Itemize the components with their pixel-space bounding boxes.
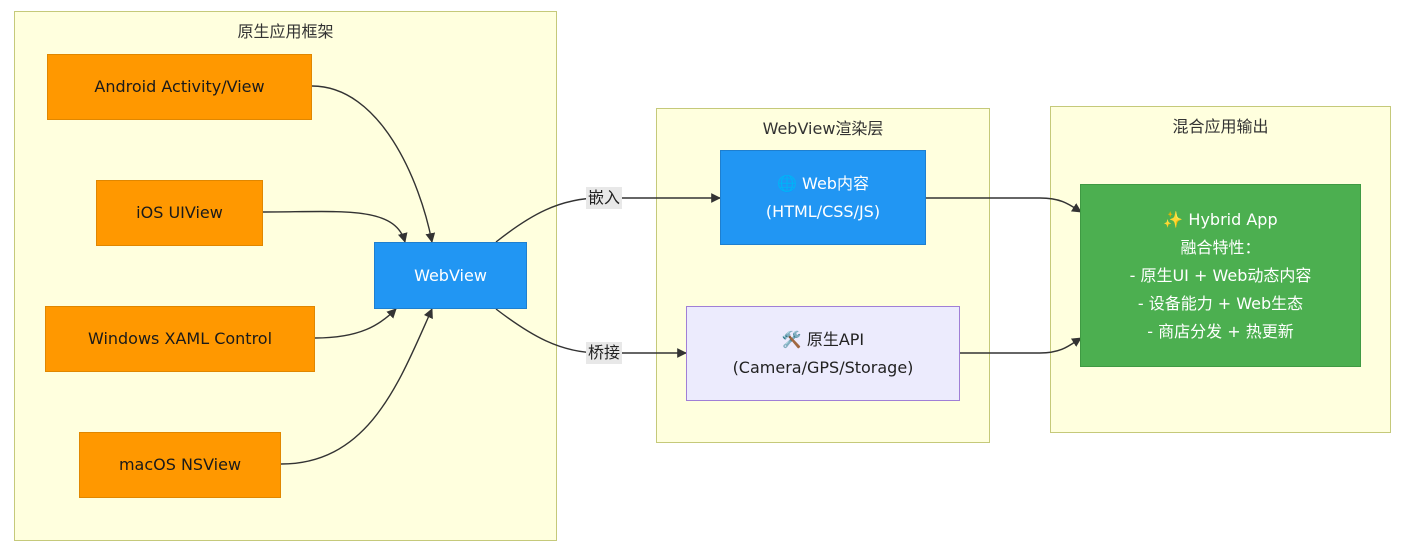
edge-windows-webview [314,308,397,339]
node-label: Windows XAML Control [87,329,273,348]
node-hybrid-app[interactable]: ✨ Hybrid App 融合特性： - 原生UI + Web动态内容 - 设备… [1080,184,1361,367]
node-label-line2: (Camera/GPS/Storage) [732,357,914,377]
edge-android-webview [311,85,436,243]
node-webview[interactable]: WebView [374,242,527,309]
node-native-api[interactable]: 🛠️ 原生API (Camera/GPS/Storage) [686,306,960,401]
node-label-line4: - 设备能力 + Web生态 [1137,293,1304,313]
node-label-line5: - 商店分发 + 热更新 [1147,321,1294,341]
edge-ios-webview [262,210,408,243]
edge-nativeapi-hybrid [959,337,1082,354]
edge-label-bridge: 桥接 [586,342,623,364]
edge-label-embed: 嵌入 [586,187,623,209]
node-label-line3: - 原生UI + Web动态内容 [1129,265,1312,285]
node-label-line1: 🛠️ 原生API [781,329,865,349]
node-label: WebView [414,265,487,285]
edge-macos-webview [280,308,433,465]
node-label-line1: 🌐 Web内容 [777,173,869,193]
node-web-content[interactable]: 🌐 Web内容 (HTML/CSS/JS) [720,150,926,245]
node-windows-xaml-control[interactable]: Windows XAML Control [45,306,315,372]
cluster-title: 原生应用框架 [237,22,334,41]
node-label-line2: (HTML/CSS/JS) [765,201,881,221]
node-android-activity-view[interactable]: Android Activity/View [47,54,312,120]
node-label-line2: 融合特性： [1180,237,1261,257]
node-label-line1: ✨ Hybrid App [1163,209,1278,229]
node-label: iOS UIView [136,203,223,222]
edge-webcontent-hybrid [925,197,1082,213]
cluster-title: WebView渲染层 [762,119,884,138]
node-macos-nsview[interactable]: macOS NSView [79,432,281,498]
node-label: Android Activity/View [94,77,265,96]
cluster-title: 混合应用输出 [1172,117,1269,136]
node-ios-uiview[interactable]: iOS UIView [96,180,263,246]
node-label: macOS NSView [118,455,242,474]
